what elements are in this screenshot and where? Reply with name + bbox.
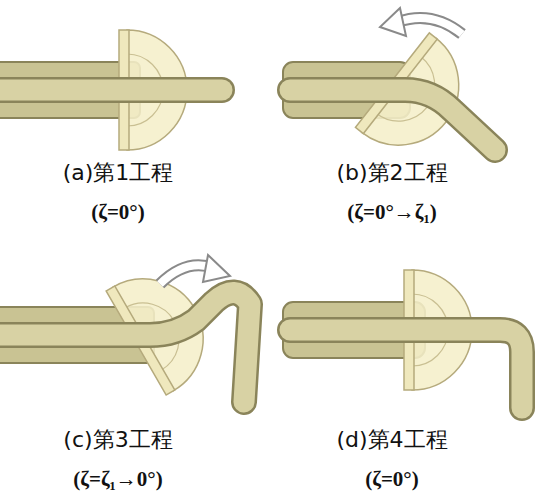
panel-d (283, 270, 522, 408)
rod-outline (0, 77, 222, 103)
panel-b (283, 8, 495, 169)
arrow-head (203, 255, 230, 282)
rod-outline (290, 330, 522, 408)
rotation-arrow (398, 18, 462, 34)
angle-label: (ζ=0°) (365, 467, 419, 492)
panel-a (0, 30, 222, 150)
rotation-arrow (398, 18, 462, 34)
rod-outline (0, 292, 250, 402)
angle-label: (ζ=ζ₁→0°) (73, 467, 163, 492)
rod (0, 292, 250, 402)
step-label: (b)第2工程 (336, 158, 447, 188)
arrow-head (380, 8, 406, 36)
panel-c (0, 255, 250, 402)
step-label: (a)第1工程 (63, 158, 174, 188)
rod (290, 90, 495, 150)
step-label: (c)第3工程 (63, 425, 172, 455)
rod (0, 80, 222, 101)
rod (290, 330, 522, 408)
rod-outline (290, 90, 495, 150)
angle-label: (ζ=0°→ζ₁) (347, 200, 437, 225)
angle-label: (ζ=0°) (91, 200, 145, 225)
step-label: (d)第4工程 (336, 425, 447, 455)
